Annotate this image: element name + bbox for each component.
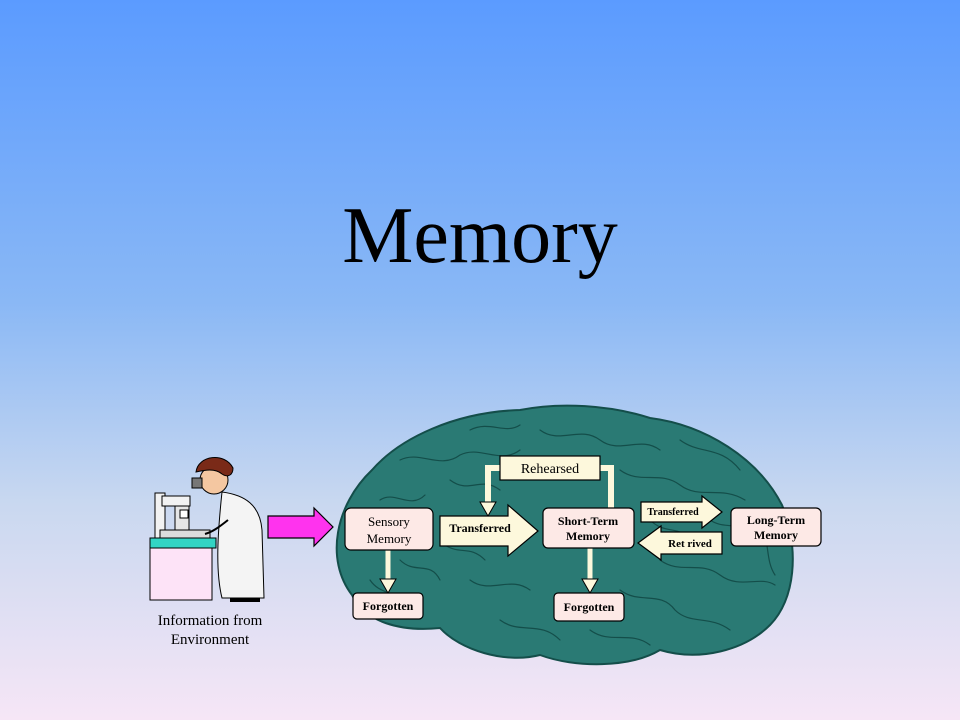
forgotten-short-term-box: Forgotten: [553, 592, 625, 622]
scientist-microscope-icon: [149, 457, 265, 602]
transferred-arrow-2: Transferred: [640, 494, 723, 530]
rehearsed-box: Rehearsed: [499, 455, 601, 481]
retrieved-label: Ret rived: [668, 538, 712, 550]
forgotten-short-term-label: Forgotten: [564, 600, 615, 614]
transferred-arrow-1: Transferred: [439, 503, 539, 558]
caption-line2: Environment: [170, 632, 250, 648]
rehearsed-label: Rehearsed: [521, 462, 579, 477]
sensory-memory-label-line1: Sensory: [368, 514, 410, 529]
long-term-memory-label-line1: Long-Term: [747, 513, 805, 527]
environment-caption: Information from Environment: [120, 612, 300, 650]
input-arrow: [267, 506, 334, 548]
sensory-memory-label-line2: Memory: [367, 531, 412, 546]
slide-title: Memory: [342, 192, 618, 280]
long-term-memory-box: Long-Term Memory: [730, 507, 822, 547]
retrieved-arrow: Ret rived: [636, 524, 723, 562]
down-arrow-sensory: [379, 548, 397, 595]
caption-line1: Information from: [157, 613, 263, 629]
sensory-memory-box: Sensory Memory: [344, 507, 434, 551]
transferred-label-1: Transferred: [449, 521, 511, 535]
short-term-memory-box: Short-Term Memory: [542, 507, 635, 549]
down-arrow-short-term: [581, 548, 599, 595]
short-term-memory-label-line1: Short-Term: [558, 514, 618, 528]
forgotten-sensory-label: Forgotten: [363, 599, 414, 613]
long-term-memory-label-line2: Memory: [754, 528, 798, 542]
forgotten-sensory-box: Forgotten: [352, 592, 424, 620]
transferred-label-2: Transferred: [647, 507, 699, 518]
short-term-memory-label-line2: Memory: [566, 529, 610, 543]
